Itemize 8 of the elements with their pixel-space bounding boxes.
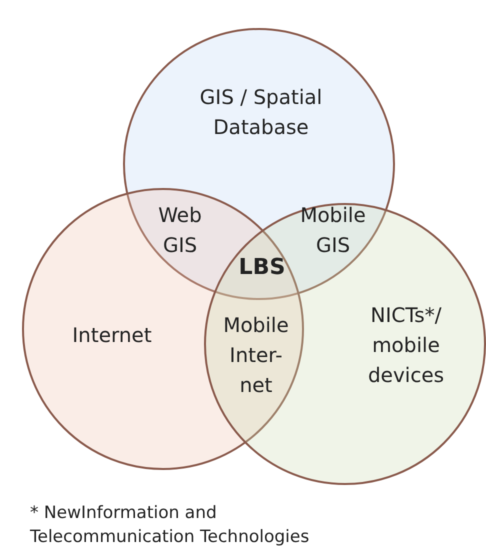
footnote: * NewInformation and Telecommunication Technologies <box>30 502 310 549</box>
overlap-label: Web GIS <box>157 202 203 259</box>
region-label: Internet <box>71 322 153 349</box>
region-label: NICTs*/ mobile devices <box>366 302 446 389</box>
overlap-label: Mobile GIS <box>299 202 367 259</box>
overlap-label: Mobile Inter- net <box>222 312 290 399</box>
center-label: LBS <box>238 254 286 282</box>
region-label: GIS / Spatial Database <box>198 84 324 141</box>
